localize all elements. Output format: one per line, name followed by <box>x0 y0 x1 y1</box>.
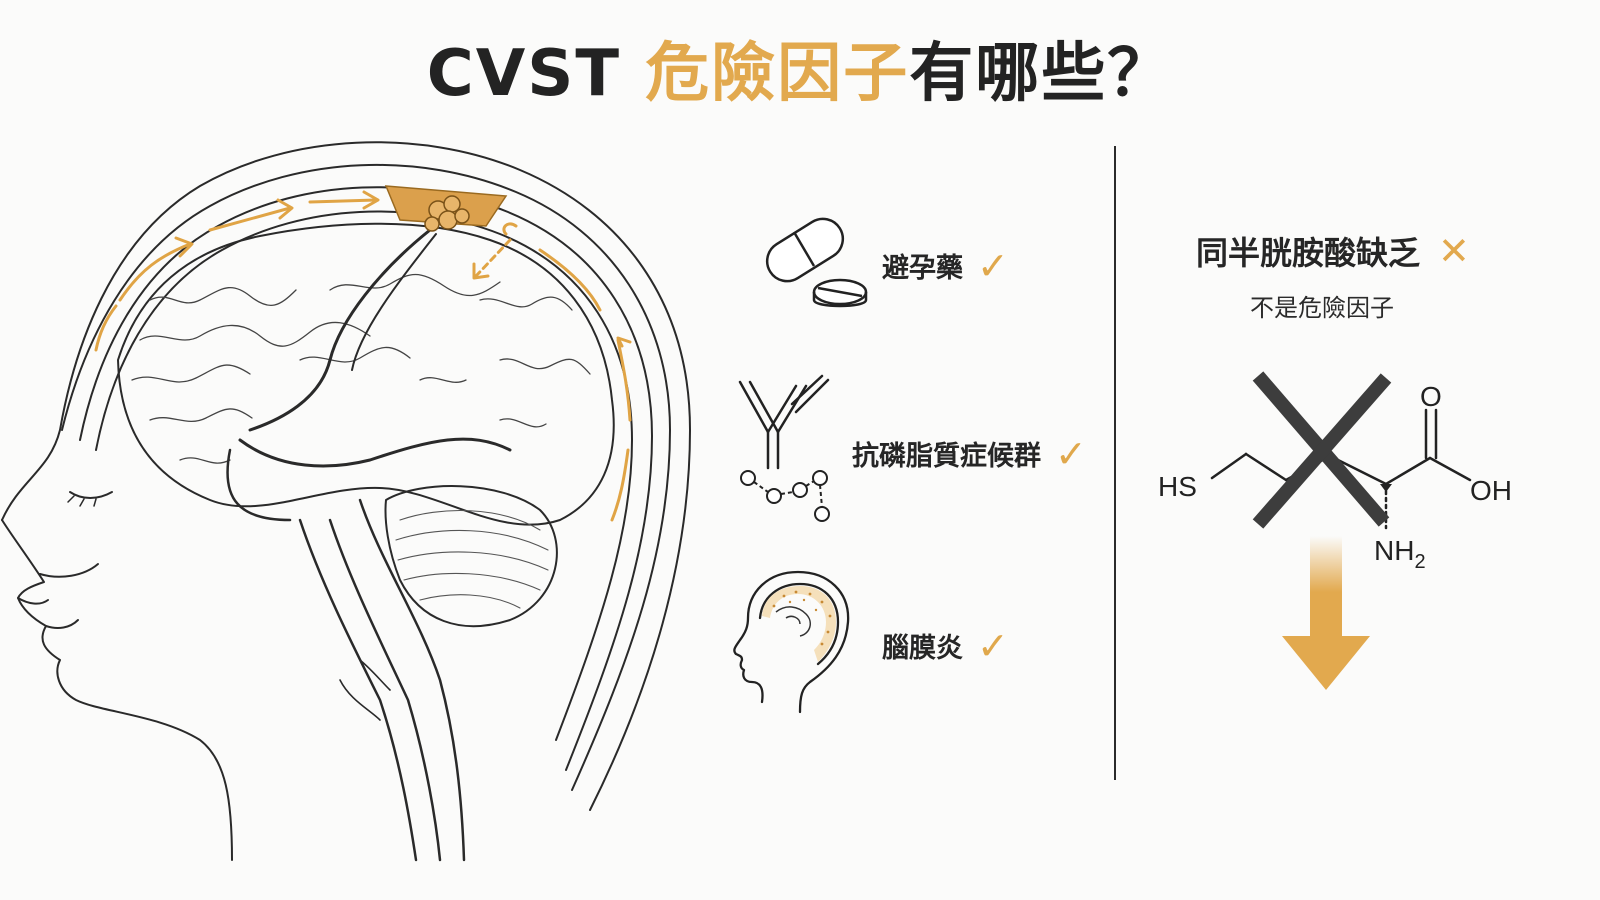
risk-factor-label: 抗磷脂質症候群 <box>852 441 1041 472</box>
brain-outline <box>117 222 615 526</box>
brainstem <box>298 518 418 862</box>
not-risk-label: 同半胱胺酸缺乏 <box>1196 234 1421 272</box>
check-icon: ✓ <box>977 243 1009 288</box>
page-title: CVST 危險因子有哪些？ <box>0 22 1600 114</box>
check-icon: ✓ <box>977 623 1009 668</box>
risk-factor-meningitis: 腦膜炎 ✓ <box>882 626 1009 665</box>
cerebellum <box>384 485 558 628</box>
flow-arrow-2 <box>308 198 378 204</box>
down-arrow-icon <box>1282 536 1370 690</box>
risk-factor-contraceptive: 避孕藥 ✓ <box>882 246 1009 285</box>
hydroxyl-label: OH <box>1470 475 1512 506</box>
title-prefix: CVST <box>426 37 646 111</box>
thiol-label: HS <box>1158 471 1197 502</box>
title-suffix: 有哪些？ <box>909 37 1174 111</box>
flow-arrow-4 <box>94 304 118 352</box>
flow-arrow-reverse <box>474 238 512 278</box>
strike-cross-icon <box>1252 371 1392 529</box>
risk-factor-label: 腦膜炎 <box>882 633 963 664</box>
section-divider <box>1114 146 1116 780</box>
title-highlight: 危險因子 <box>645 37 910 111</box>
risk-factor-label: 避孕藥 <box>882 253 963 284</box>
amine-text: NH <box>1374 535 1414 566</box>
meningitis-head-icon <box>733 570 850 714</box>
flow-arrow-6 <box>616 338 632 422</box>
clot-cluster <box>424 195 470 232</box>
flow-arrow-3 <box>118 242 192 302</box>
flow-arrow-5 <box>538 248 602 312</box>
brain-sagittal-illustration <box>1 141 691 862</box>
carbonyl-label: O <box>1420 381 1442 412</box>
face-profile <box>1 519 233 861</box>
eye-line <box>69 491 113 499</box>
antibody-icon <box>738 374 830 522</box>
not-risk-title: 同半胱胺酸缺乏 ✕ <box>1196 228 1470 274</box>
risk-factor-antiphospholipid: 抗磷脂質症候群 ✓ <box>852 434 1087 473</box>
flow-arrow-7 <box>610 448 630 522</box>
pill-icon <box>765 217 868 308</box>
cross-icon: ✕ <box>1438 229 1470 273</box>
check-icon: ✓ <box>1055 431 1087 476</box>
amine-subscript: 2 <box>1414 551 1425 573</box>
homocysteine-structure-diagram: HS O OH NH2 <box>1158 371 1512 573</box>
amine-label: NH2 <box>1374 535 1426 573</box>
not-risk-subtitle: 不是危險因子 <box>1250 294 1394 322</box>
flow-arrow-1 <box>208 206 292 232</box>
